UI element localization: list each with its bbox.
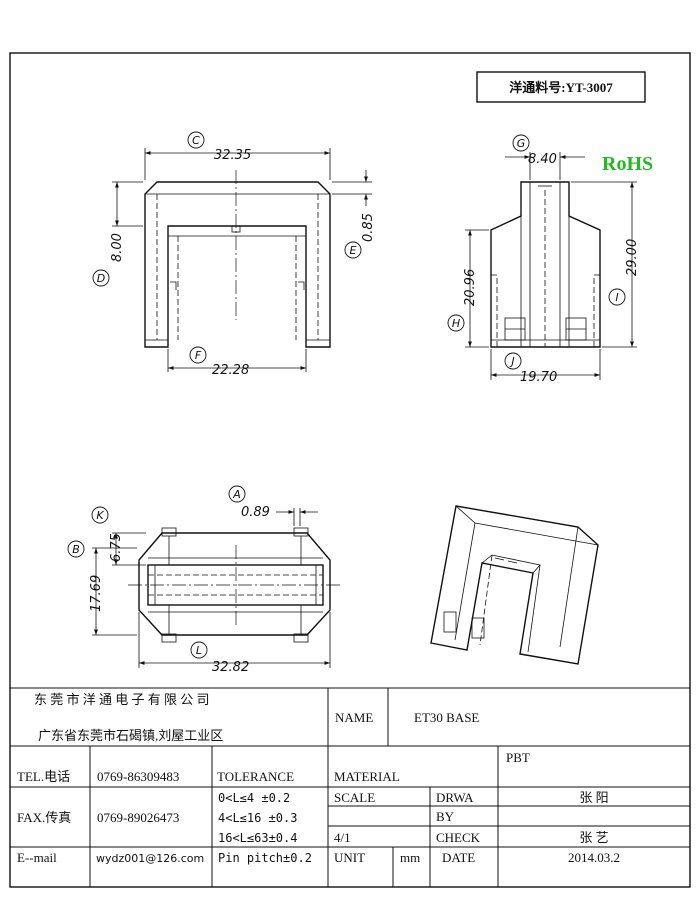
side-view (465, 152, 637, 380)
check-value: 张 艺 (579, 830, 608, 845)
dim-value-j: 19.70 (520, 370, 557, 385)
tel-label: TEL.电话 (17, 769, 70, 784)
title-block (10, 687, 690, 887)
tolerance-label: TOLERANCE (217, 769, 294, 784)
dim-value-c: 32.35 (214, 148, 251, 163)
dim-label-i: I (608, 288, 626, 306)
dim-label-h: H (447, 314, 465, 332)
dim-letter-j: J (509, 355, 514, 368)
company-address: 广东省东莞市石碣镇,刘屋工业区 (38, 728, 223, 743)
dim-label-g: G (512, 134, 530, 152)
tel-value: 0769-86309483 (97, 769, 179, 784)
dim-letter-i: I (615, 291, 618, 304)
date-value: 2014.03.2 (568, 850, 620, 865)
dim-label-k: K (91, 506, 109, 524)
tolerance-row-2: 4<L≤16 ±0.3 (218, 811, 297, 825)
dim-value-g: 8.40 (528, 152, 557, 167)
scale-label: SCALE (334, 790, 375, 805)
email-label: E--mail (17, 850, 57, 865)
name-value: ET30 BASE (414, 710, 479, 725)
name-label: NAME (335, 710, 373, 725)
dim-letter-c: C (192, 134, 200, 147)
drawn-label-1: DRWA (436, 790, 474, 805)
front-view (112, 148, 372, 372)
dim-label-e: E (344, 241, 362, 259)
dim-value-i: 29.00 (625, 239, 640, 276)
dim-value-a: 0.89 (241, 505, 270, 520)
tolerance-row-4: Pin pitch±0.2 (218, 851, 312, 865)
dim-letter-l: L (196, 644, 202, 657)
check-label: CHECK (436, 830, 481, 845)
dim-value-e: 0.85 (361, 213, 376, 242)
dim-label-j: J (504, 352, 522, 370)
dim-letter-b: B (72, 543, 80, 556)
part-number-label: 洋通料号:YT-3007 (509, 80, 613, 95)
tolerance-row-1: 0<L≤4 ±0.2 (218, 791, 290, 805)
dim-label-l: L (190, 641, 208, 659)
fax-label: FAX.传真 (17, 810, 71, 825)
scale-value: 4/1 (334, 830, 351, 845)
dim-letter-d: D (97, 272, 105, 285)
material-label: MATERIAL (334, 769, 400, 784)
dim-value-l: 32.82 (212, 660, 249, 675)
dim-letter-f: F (195, 349, 202, 362)
date-label: DATE (442, 850, 475, 865)
dim-letter-a: A (232, 488, 241, 501)
dim-label-c: C (187, 131, 205, 149)
dim-label-f: F (189, 346, 207, 364)
dim-label-a: A (228, 485, 246, 503)
rohs-mark: RoHS (602, 153, 653, 175)
dim-letter-e: E (350, 244, 357, 257)
unit-value: mm (400, 850, 420, 865)
company-name: 东 莞 市 洋 通 电 子 有 限 公 司 (34, 692, 210, 707)
dim-letter-k: K (96, 509, 104, 522)
unit-label: UNIT (334, 850, 365, 865)
dim-letter-h: H (452, 317, 460, 330)
dim-value-k: 6.75 (109, 533, 124, 562)
fax-value: 0769-89026473 (97, 810, 179, 825)
top-view (92, 508, 340, 668)
drawn-label-2: BY (436, 809, 455, 824)
part-number-box (476, 71, 646, 103)
dim-value-d: 8.00 (110, 233, 125, 262)
dim-value-h: 20.96 (463, 269, 478, 306)
dim-label-d: D (92, 269, 110, 287)
drawn-value: 张 阳 (579, 790, 608, 805)
tolerance-row-3: 16<L≤63±0.4 (218, 831, 297, 845)
drawing-frame (9, 52, 691, 888)
dim-letter-g: G (517, 137, 526, 150)
dim-label-b: B (67, 540, 85, 558)
dim-value-b: 17.69 (89, 575, 104, 612)
isometric-view (430, 505, 599, 665)
dim-value-f: 22.28 (212, 363, 249, 378)
email-value: wydz001@126.com (96, 852, 204, 865)
material-value: PBT (506, 750, 530, 765)
